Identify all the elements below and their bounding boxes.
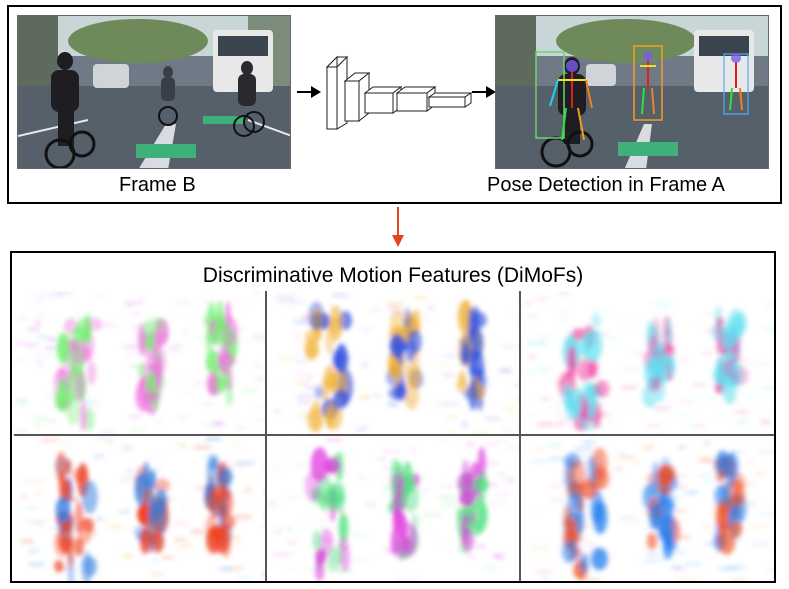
dimofs-panel: Discriminative Motion Features (DiMoFs) bbox=[10, 251, 776, 583]
pose-detection-image bbox=[495, 15, 769, 169]
motion-texture bbox=[531, 436, 774, 581]
arrow-down-icon bbox=[392, 207, 404, 247]
motion-texture bbox=[20, 436, 266, 581]
feature-map bbox=[14, 291, 268, 436]
street-scene-image bbox=[18, 16, 290, 168]
feature-map-grid bbox=[14, 291, 774, 581]
street-scene-pose-image bbox=[496, 16, 768, 168]
motion-texture bbox=[14, 291, 266, 434]
frame-b-caption: Frame B bbox=[119, 174, 196, 196]
feature-map bbox=[520, 436, 774, 581]
motion-texture bbox=[522, 291, 774, 434]
frame-b-image bbox=[17, 15, 291, 169]
feature-map bbox=[14, 436, 268, 581]
arrow-right-icon bbox=[297, 86, 321, 98]
arrow-right-icon bbox=[472, 86, 496, 98]
pose-detection-caption: Pose Detection in Frame A bbox=[487, 174, 725, 196]
feature-map bbox=[520, 291, 774, 436]
feature-map bbox=[267, 436, 521, 581]
feature-map bbox=[267, 291, 521, 436]
cnn-network-icon bbox=[325, 55, 473, 130]
motion-texture bbox=[273, 291, 519, 434]
motion-texture bbox=[268, 437, 519, 581]
dimofs-title: Discriminative Motion Features (DiMoFs) bbox=[202, 264, 584, 287]
input-frames-panel: Frame B bbox=[7, 5, 782, 204]
